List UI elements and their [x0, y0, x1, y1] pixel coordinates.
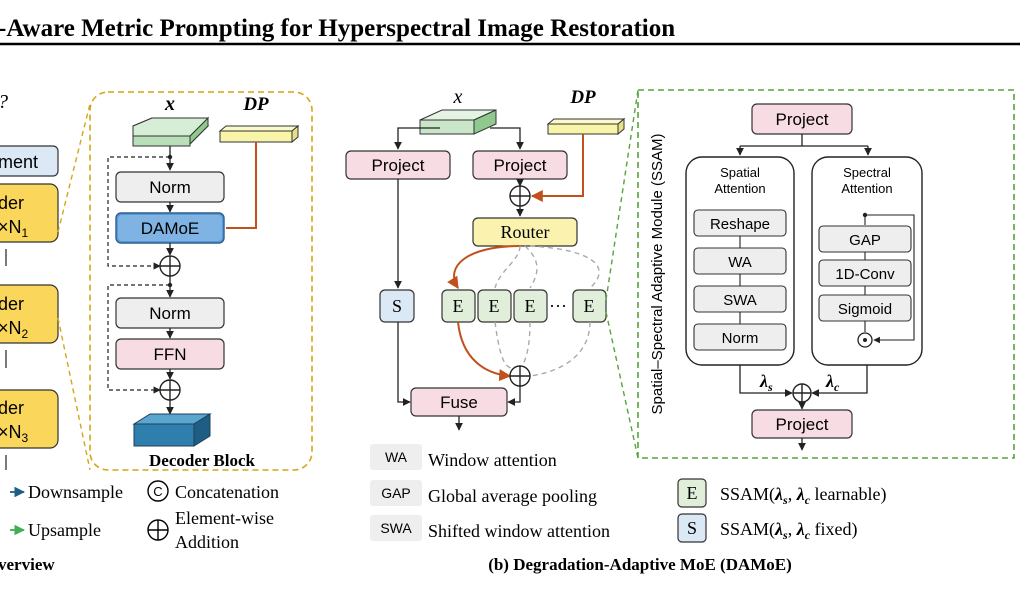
overview-caption: verview [0, 555, 55, 574]
legend-concatenation: Concatenation [175, 482, 279, 502]
svg-text:Norm: Norm [149, 178, 191, 197]
shared-expert-box [379, 289, 415, 323]
feature-tensor-icon [132, 116, 210, 147]
legend-wa: WA Window attention [370, 444, 557, 470]
legend-downsample: Downsample [28, 482, 123, 502]
svg-text:DAMoE: DAMoE [141, 219, 200, 238]
decoder-add-1-icon [159, 255, 181, 277]
svg-text:Attention: Attention [714, 181, 765, 196]
svg-text:Shifted window attention: Shifted window attention [428, 521, 610, 541]
svg-text:WA: WA [728, 254, 752, 271]
legend-learnable-expert: E SSAM(λs, λc learnable) [677, 478, 886, 508]
encoder-stage-2: der ×N2 [0, 284, 59, 344]
element-wise-multiply-icon [857, 332, 873, 348]
lambda-c-label: λc [825, 371, 840, 394]
damoe-add-experts-icon [509, 365, 531, 387]
damoe-feature-tensor-icon [419, 109, 497, 135]
svg-text:C: C [153, 484, 162, 499]
legend-swa: SWA Shifted window attention [370, 515, 610, 541]
encoder-stage-3: der ×N3 [0, 389, 59, 449]
ssam-zoom-bottom [605, 311, 639, 459]
svg-text:Project: Project [494, 156, 547, 175]
svg-text:der: der [0, 294, 24, 314]
ssam-vertical-label: Spatial–Spectral Adaptive Module (SSAM) [649, 134, 666, 415]
svg-text:GAP: GAP [381, 485, 411, 501]
output-tensor-icon [132, 413, 212, 447]
ssam-frame [637, 89, 1015, 459]
svg-text:×N2: ×N2 [0, 318, 29, 341]
decoder-input-x: x [164, 93, 175, 115]
legend-gap: GAP Global average pooling [370, 480, 597, 506]
svg-text:Project: Project [776, 415, 829, 434]
decoder-add-2-icon [159, 379, 181, 401]
svg-text:Norm: Norm [149, 304, 191, 323]
svg-text:S: S [392, 296, 402, 316]
damoe-caption: (b) Degradation-Adaptive MoE (DAMoE) [488, 555, 792, 574]
zoom-line-top [57, 103, 91, 233]
svg-text:Spectral: Spectral [843, 165, 891, 180]
decoder-input-dp: DP [242, 94, 269, 115]
svg-text:Project: Project [776, 110, 829, 129]
legend-fixed-expert: S SSAM(λs, λc fixed) [677, 513, 858, 543]
svg-text:SWA: SWA [380, 520, 412, 536]
svg-text:E: E [687, 483, 698, 503]
svg-text:WA: WA [385, 449, 408, 465]
legend-upsample: Upsample [28, 520, 101, 540]
svg-text:FFN: FFN [153, 345, 186, 364]
damoe-input-x: x [453, 86, 463, 108]
svg-text:×N3: ×N3 [0, 422, 29, 445]
embedding-box [0, 145, 59, 177]
legend-addition-line1: Element-wise [175, 508, 274, 528]
lambda-s-label: λs [759, 371, 773, 394]
svg-text:E: E [525, 296, 536, 316]
svg-text:SSAM(λs, λc fixed): SSAM(λs, λc fixed) [720, 519, 858, 542]
svg-text:S: S [687, 518, 697, 538]
expert-ellipsis: ··· [549, 296, 567, 316]
dp-to-router-arrow [530, 134, 584, 202]
svg-text:Global average pooling: Global average pooling [428, 486, 597, 506]
expert-2 [477, 289, 512, 323]
op-norm [693, 323, 787, 351]
svg-text:der: der [0, 398, 24, 418]
svg-text:Router: Router [501, 222, 550, 242]
svg-text:Reshape: Reshape [710, 216, 770, 233]
svg-text:Fuse: Fuse [440, 393, 478, 412]
svg-text:SSAM(λs, λc learnable): SSAM(λs, λc learnable) [720, 484, 886, 507]
concatenation-icon [147, 480, 169, 502]
svg-text:der: der [0, 193, 24, 213]
partial-p: ? [0, 91, 8, 113]
svg-text:GAP: GAP [849, 232, 881, 249]
svg-text:E: E [489, 296, 500, 316]
ssam-add-icon [792, 383, 812, 403]
damoe-input-dp: DP [569, 87, 596, 108]
zoom-line-bottom [57, 317, 91, 471]
svg-text:Sigmoid: Sigmoid [838, 301, 892, 318]
svg-text:E: E [453, 296, 464, 316]
svg-text:×N1: ×N1 [0, 217, 29, 240]
dp-to-damoe-arrow [226, 142, 257, 229]
svg-text:1D-Conv: 1D-Conv [835, 266, 895, 283]
legend-addition-line2: Addition [175, 532, 239, 552]
decoder-block-frame [89, 91, 313, 471]
damoe-add-prompt-icon [509, 185, 531, 207]
svg-text:SWA: SWA [723, 292, 757, 309]
svg-text:Spatial: Spatial [720, 165, 760, 180]
svg-text:E: E [584, 296, 595, 316]
embedding-label: ment [0, 152, 38, 172]
degradation-prompt-tensor-icon [218, 124, 300, 144]
damoe-prompt-tensor-icon [546, 117, 626, 136]
svg-text:Norm: Norm [722, 330, 759, 347]
svg-text:Window attention: Window attention [428, 450, 557, 470]
decoder-block-label: Decoder Block [149, 451, 255, 470]
element-wise-addition-icon [147, 519, 169, 541]
svg-text:Project: Project [372, 156, 425, 175]
svg-text:Attention: Attention [841, 181, 892, 196]
paper-title: -Aware Metric Prompting for Hyperspectra… [0, 15, 675, 42]
encoder-stage-1: der ×N1 [0, 183, 59, 243]
